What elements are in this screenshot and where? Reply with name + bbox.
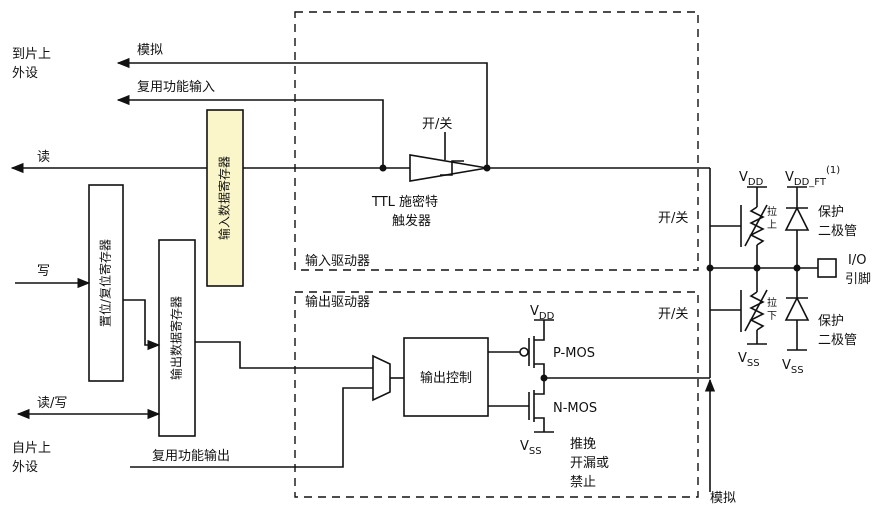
nmos-label: N-MOS [553, 401, 597, 416]
pulldown-label-1: 拉 [767, 296, 777, 309]
output-control-label: 输出控制 [420, 370, 472, 386]
analog-top-label: 模拟 [137, 43, 163, 58]
pullup-resistor [749, 206, 765, 246]
junction-dot [706, 264, 714, 272]
from-onchip-periph-label-2: 外设 [12, 460, 38, 475]
diode-bottom [784, 296, 810, 321]
from-onchip-periph-label-1: 自片上 [12, 441, 51, 456]
onoff-pulldown-label: 开/关 [658, 307, 688, 322]
io-pin-label-1: I/O [848, 253, 866, 268]
nmos-drain [534, 378, 545, 395]
output-data-register-label: 输出数据寄存器 [169, 296, 184, 380]
push-pull-label-1: 推挽 [570, 437, 596, 452]
output-control-block [403, 337, 489, 417]
io-pin [817, 258, 837, 278]
pmos-drain [534, 363, 545, 378]
alt-func-in-line [116, 94, 384, 168]
setreset-to-odr-line [123, 299, 161, 351]
bit-set-reset-register-label: 置位/复位寄存器 [98, 239, 113, 327]
odr-to-mux-line [195, 341, 373, 369]
read-write-label: 读/写 [37, 396, 67, 411]
pullup-variable-arrow [744, 204, 768, 247]
io-pin-label-2: 引脚 [845, 271, 871, 287]
vdd-ft-label: VDD_FT(1) [785, 165, 840, 188]
analog-top-line [116, 57, 488, 168]
pullup-label-1: 拉 [767, 205, 777, 218]
input-data-register [206, 109, 244, 287]
to-onchip-periph-label-1: 到片上 [12, 47, 51, 62]
output-data-register [158, 239, 196, 437]
pmos-vdd-label: VDD [530, 304, 555, 322]
input-driver-region [294, 11, 699, 271]
pmos-label: P-MOS [553, 346, 595, 361]
pullup-vdd-label: VDD [739, 170, 764, 188]
schmitt-trigger [409, 154, 488, 182]
protect-diode-top-label-1: 保护 [818, 205, 844, 220]
read-label: 读 [37, 150, 50, 165]
pulldown-vss-label: VSS [738, 351, 760, 369]
alt-func-out-line [130, 387, 373, 468]
alt-func-in-label: 复用功能输入 [137, 79, 215, 95]
output-driver-label: 输出驱动器 [305, 294, 370, 310]
nmos-vss-label: VSS [520, 439, 542, 457]
pulldown-resistor [749, 291, 765, 331]
junction-dot [379, 164, 387, 172]
input-driver-label: 输入驱动器 [305, 253, 370, 269]
push-pull-label-3: 禁止 [570, 475, 596, 490]
push-pull-label-2: 开漏或 [570, 455, 609, 471]
onoff-top-label: 开/关 [422, 117, 452, 132]
pmos-bubble [519, 347, 529, 357]
analog-bottom-label: 模拟 [710, 491, 736, 506]
pullup-label-2: 上 [767, 219, 777, 231]
diode-top [784, 206, 810, 231]
diode-vss-label: VSS [782, 358, 804, 376]
input-data-register-label: 输入数据寄存器 [217, 156, 232, 240]
bit-set-reset-register [88, 184, 124, 382]
output-driver-region [294, 291, 699, 498]
write-label: 写 [37, 264, 50, 279]
pulldown-label-2: 下 [767, 311, 777, 322]
nmos-source [534, 417, 545, 432]
protect-diode-top-label-2: 二极管 [818, 224, 857, 239]
protect-diode-bottom-label-1: 保护 [818, 314, 844, 329]
hysteresis-symbol [440, 160, 464, 176]
output-mux [372, 354, 391, 402]
pulldown-variable-arrow [744, 289, 768, 332]
protect-diode-bottom-label-2: 二极管 [818, 333, 857, 348]
ttl-label-1: TTL 施密特 [371, 194, 438, 210]
alt-func-out-label: 复用功能输出 [152, 448, 230, 464]
ttl-label-2: 触发器 [392, 213, 431, 229]
onoff-pullup-label: 开/关 [658, 211, 688, 226]
to-onchip-periph-label-2: 外设 [12, 66, 38, 81]
pmos-source [534, 320, 545, 341]
